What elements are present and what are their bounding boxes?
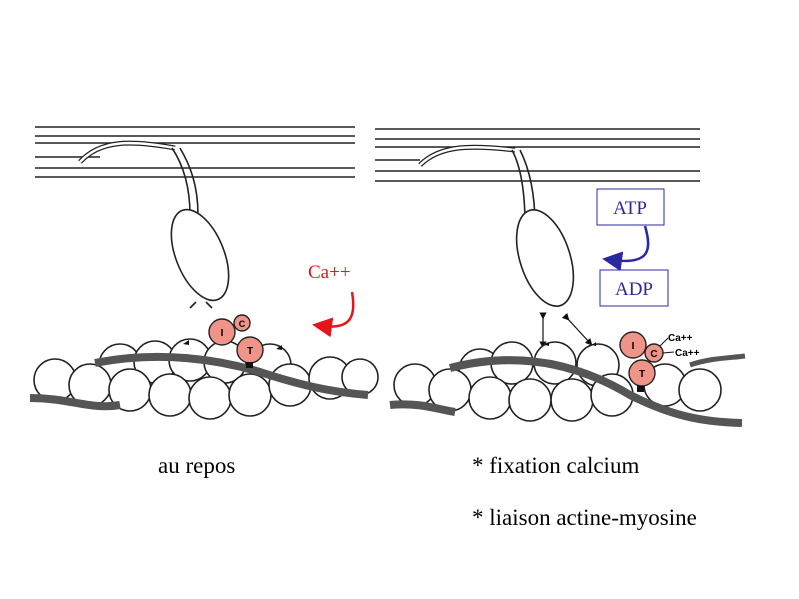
troponin-i-label: I	[632, 341, 635, 352]
adp-box: ADP	[599, 269, 669, 307]
caption-calcium-fixation: * fixation calcium	[472, 453, 639, 478]
atp-hydrolysis-arrow-icon	[602, 225, 650, 272]
thick-filament	[375, 128, 700, 182]
calcium-arrow-icon	[312, 291, 355, 338]
thick-filament	[35, 126, 355, 178]
left-panel-at-rest: I C T Ca++ au repos	[29, 126, 379, 478]
troponin-i	[619, 331, 647, 359]
troponin-t-label: T	[639, 369, 645, 380]
actin-filament	[389, 341, 746, 427]
troponin-i	[208, 318, 236, 346]
myosin-head	[511, 149, 593, 349]
troponin-i-label: I	[221, 328, 224, 339]
troponin-t-label: T	[247, 346, 253, 357]
actin-filament	[29, 338, 379, 420]
troponin-c-label: C	[239, 319, 246, 329]
troponin-c-label: C	[650, 349, 657, 360]
bound-calcium-label: Ca++	[675, 348, 700, 359]
adp-label: ADP	[615, 279, 653, 300]
caption-actin-myosin-binding: * liaison actine-myosine	[472, 505, 697, 530]
troponin-complex: I C T	[183, 314, 282, 368]
myosin-head	[170, 147, 230, 309]
troponin-c	[233, 314, 251, 332]
bound-calcium-label: Ca++	[668, 333, 693, 344]
left-caption: au repos	[158, 453, 235, 478]
calcium-label: Ca++	[308, 262, 351, 283]
right-panel-contraction: I C T Ca++ Ca++ ATP ADP * fixation calci…	[375, 128, 746, 530]
atp-box: ATP	[596, 188, 665, 226]
troponin-complex: I C T Ca++ Ca++	[619, 331, 700, 392]
binding-arrow-icon	[561, 312, 593, 346]
atp-label: ATP	[613, 198, 647, 219]
